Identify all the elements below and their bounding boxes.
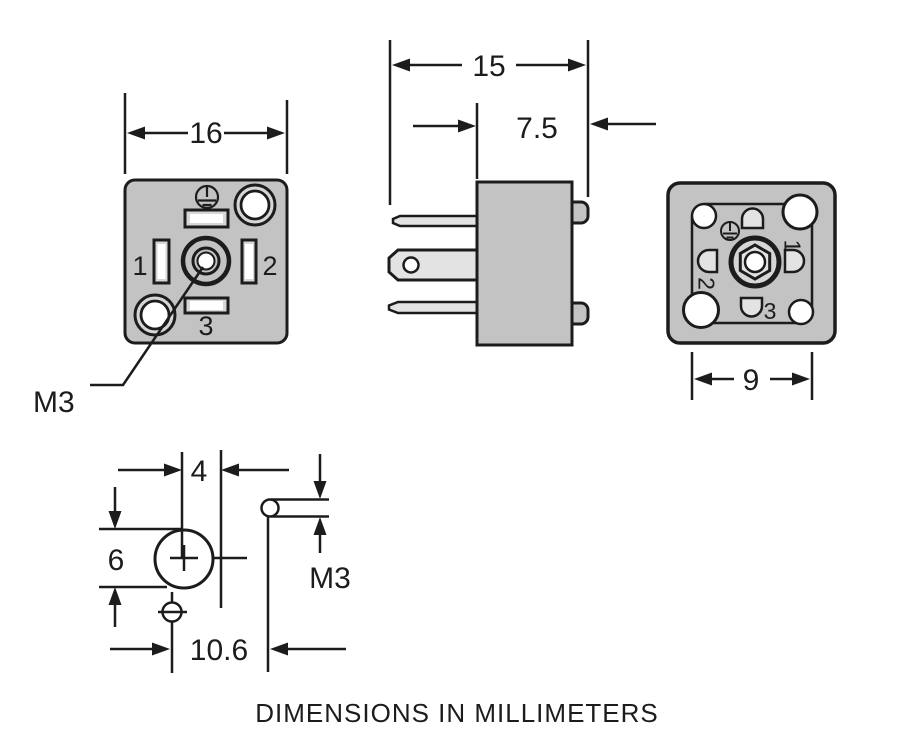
side-pin-middle: [387, 248, 481, 282]
side-depth-value: 7.5: [516, 112, 558, 145]
back-hole-bottom-right: [787, 298, 815, 326]
front-width-value: 16: [189, 117, 222, 150]
center-hole-crosshair: [170, 545, 198, 571]
thread-label: M3: [309, 562, 351, 595]
arrowhead-up: [313, 517, 327, 535]
arrowhead-right: [164, 463, 182, 477]
front-pin3-label: 3: [198, 311, 213, 341]
back-hole-top-right: [781, 193, 819, 231]
side-body: [475, 180, 574, 347]
back-view: 1 2 3 9: [666, 181, 837, 400]
arrowhead-inward-left: [590, 117, 608, 131]
back-hole-bottom-left: [682, 291, 720, 329]
back-width-dimension: 9: [690, 352, 814, 400]
ground-icon: [194, 184, 220, 210]
side-depth-dimension: 7.5: [413, 103, 656, 179]
arrowhead-left: [127, 126, 145, 140]
spacing-dimension: 10.6: [110, 634, 346, 667]
back-pad-ground: [740, 207, 765, 230]
back-width-value: 9: [743, 364, 760, 397]
front-ground-contact-slot: [183, 208, 230, 229]
arrowhead-right: [152, 642, 170, 656]
hole-diameter-value: 6: [108, 544, 125, 577]
front-pin2-label: 2: [262, 251, 277, 281]
back-pad-3: [739, 296, 764, 318]
arrowhead-up: [108, 587, 122, 605]
back-center-nut: [728, 235, 782, 289]
offset-value: 4: [191, 455, 208, 488]
extension-lines: [123, 93, 289, 174]
back-hole-top-left: [690, 202, 718, 230]
front-m3-label: M3: [33, 386, 75, 419]
hole-diameter-dimension: 6: [99, 487, 182, 627]
thread-dimension: M3: [309, 454, 351, 595]
back-pad-1: [783, 248, 806, 274]
side-length-dimension: 15: [388, 40, 590, 205]
side-pin-top: [391, 214, 481, 228]
front-view: 16: [33, 93, 289, 419]
m3-leader-line: [90, 266, 205, 387]
side-pin-hole: [402, 256, 420, 274]
back-ground-icon: [720, 221, 740, 241]
side-tab-bottom: [570, 301, 590, 326]
side-pin-bottom: [387, 300, 481, 315]
arrowhead-inward-right: [458, 119, 476, 133]
back-pin2-label: 2: [694, 277, 720, 290]
front-contact-slot-2: [240, 238, 258, 285]
arrowhead-right: [568, 58, 586, 72]
arrowhead-down: [313, 481, 327, 499]
arrowhead-down: [108, 511, 122, 529]
dimensions-note: DIMENSIONS IN MILLIMETERS: [255, 698, 659, 728]
extension-lines: [388, 40, 590, 205]
front-width-dimension: 16: [123, 93, 289, 174]
arrowhead-left: [270, 642, 288, 656]
front-center-screw-hole: [180, 235, 232, 287]
back-pin1-label: 1: [780, 240, 806, 253]
front-pin1-label: 1: [132, 251, 147, 281]
front-contact-slot-1: [152, 238, 171, 285]
tangent-lines: [99, 527, 182, 589]
arrowhead-left: [694, 372, 712, 386]
mounting-layout-view: 6 4 M3 10.6: [99, 450, 351, 673]
tangent-lines: [271, 498, 329, 518]
side-length-value: 15: [472, 50, 505, 83]
arrowhead-left: [392, 58, 410, 72]
back-pin3-label: 3: [764, 298, 777, 324]
offset-dimension: 4: [118, 455, 289, 488]
layout-hole-top-right: [260, 498, 329, 518]
back-inner-outline: [690, 202, 814, 325]
center-lines: [170, 450, 270, 673]
front-contact-slot-3: [183, 296, 230, 315]
side-tab-top: [570, 200, 590, 225]
arrowhead-right: [267, 126, 285, 140]
back-pad-2: [696, 248, 719, 274]
extension-lines: [690, 352, 814, 400]
arrowhead-right: [792, 372, 810, 386]
spacing-value: 10.6: [190, 634, 248, 667]
layout-hole-bottom: [158, 601, 187, 623]
front-hole-top-right: [233, 183, 277, 227]
arrowhead-left: [221, 463, 239, 477]
side-view: 15 7.5: [387, 40, 656, 347]
back-center-hole: [743, 250, 767, 274]
